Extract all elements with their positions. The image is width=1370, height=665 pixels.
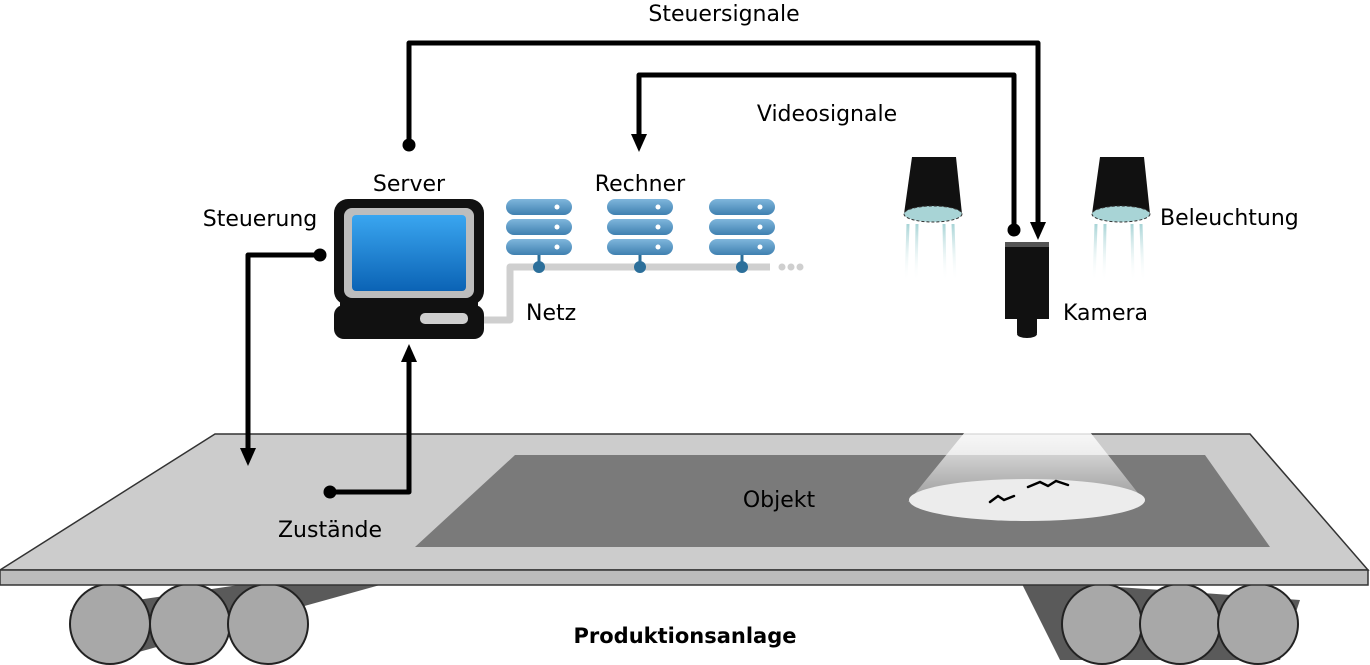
conveyor-rollers-left [69, 570, 380, 665]
industrial-camera-icon [1005, 242, 1049, 338]
label-server: Server [373, 172, 446, 197]
network-line [484, 255, 804, 324]
label-videosignale: Videosignale [757, 102, 897, 127]
zustaende-line [323, 344, 417, 499]
label-beleuchtung: Beleuchtung [1160, 206, 1299, 231]
label-netz: Netz [526, 301, 576, 326]
server-rack-icon [506, 199, 572, 255]
computer-terminal-icon [334, 199, 484, 339]
label-rechner: Rechner [595, 172, 686, 197]
label-steuersignale: Steuersignale [648, 2, 799, 27]
spotlight-icon [903, 157, 963, 283]
label-kamera: Kamera [1063, 301, 1148, 326]
inspection-spot [909, 479, 1145, 521]
label-steuerung: Steuerung [203, 207, 318, 232]
label-zustaende: Zustände [278, 518, 382, 543]
conveyor-rollers-right [1020, 580, 1300, 665]
production-table [0, 433, 1370, 586]
label-objekt: Objekt [743, 488, 816, 513]
server-rack-icon [709, 199, 775, 255]
videosignale-line [631, 72, 1021, 237]
server-rack-icon [607, 199, 673, 255]
spotlight-icon [1091, 157, 1151, 283]
steuersignale-line [402, 40, 1046, 240]
label-produktionsanlage: Produktionsanlage [573, 624, 796, 648]
object-defect-icon [988, 479, 1070, 504]
steuerung-line [240, 248, 327, 466]
